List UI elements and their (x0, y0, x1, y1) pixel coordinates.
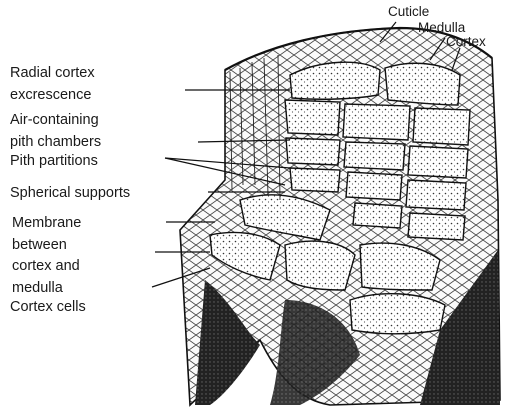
label-pith-partitions: Pith partitions (10, 151, 98, 173)
label-spherical-supports: Spherical supports (10, 183, 130, 205)
label-cuticle: Cuticle (388, 4, 429, 20)
label-radial-cortex-excrescence: Radial cortex excrescence (10, 63, 95, 106)
label-cortex: Cortex (446, 34, 486, 50)
label-air-containing-pith-chambers: Air-containing pith chambers (10, 110, 101, 153)
label-cortex-cells: Cortex cells (10, 297, 86, 319)
label-membrane-cortex-medulla: Membrane between cortex and medulla (12, 213, 81, 299)
